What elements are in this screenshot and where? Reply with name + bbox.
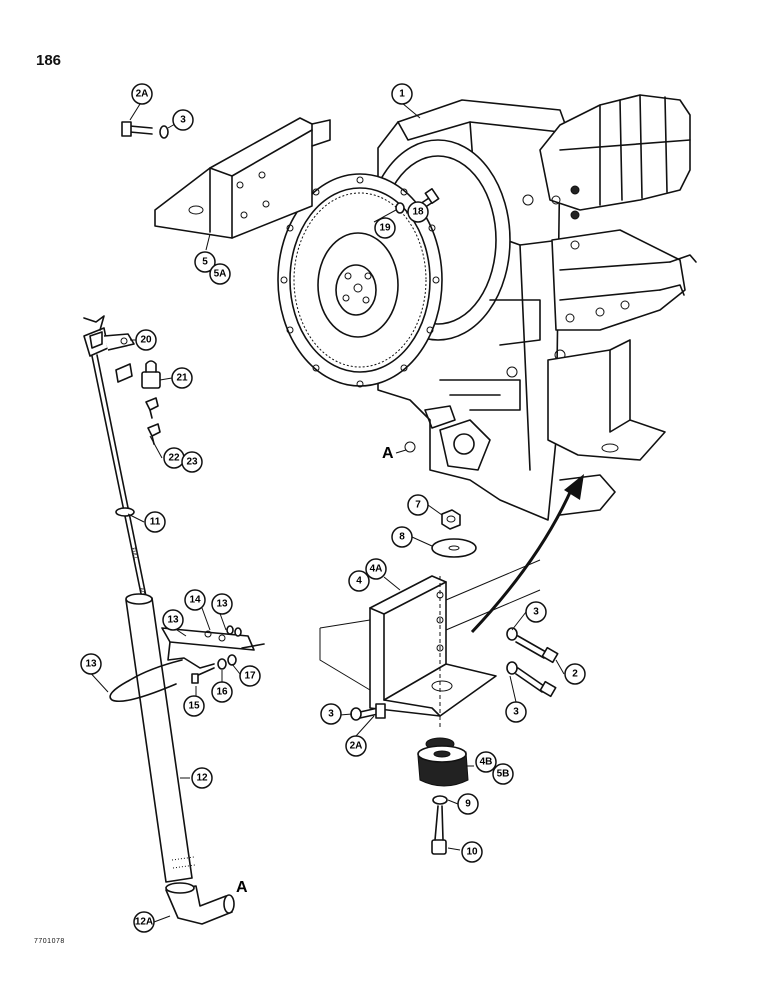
svg-text:2A: 2A — [136, 89, 149, 100]
svg-text:14: 14 — [189, 595, 201, 606]
svg-text:FULL: FULL — [130, 547, 138, 560]
callout-2a-top: 2A — [131, 83, 153, 105]
page-number: 186 — [36, 52, 62, 69]
callout-4b: 4B — [475, 751, 497, 773]
svg-text:8: 8 — [399, 532, 405, 543]
svg-text:13: 13 — [167, 615, 179, 626]
svg-text:21: 21 — [176, 373, 188, 384]
callout-12a: 12A — [133, 911, 155, 933]
svg-text:5: 5 — [202, 257, 208, 268]
callout-8: 8 — [391, 526, 413, 548]
callout-11: 11 — [144, 511, 166, 533]
transmission-mount-bracket — [547, 339, 666, 516]
svg-text:16: 16 — [216, 687, 228, 698]
callout-4a: 4A — [365, 558, 387, 580]
svg-text:22: 22 — [168, 453, 180, 464]
transmission-assembly — [277, 94, 697, 521]
svg-text:5B: 5B — [497, 769, 510, 780]
callout-1: 1 — [391, 83, 413, 105]
callout-9: 9 — [457, 793, 479, 815]
svg-text:13: 13 — [85, 659, 97, 670]
svg-text:1: 1 — [399, 89, 405, 100]
svg-text:3: 3 — [513, 707, 519, 718]
callout-10: 10 — [461, 841, 483, 863]
svg-text:19: 19 — [379, 223, 391, 234]
svg-text:23: 23 — [186, 457, 198, 468]
callout-3-b: 3 — [505, 701, 527, 723]
reference-mark-a-bottom: A — [236, 879, 248, 896]
callout-5: 5 — [194, 251, 216, 273]
svg-text:20: 20 — [140, 335, 152, 346]
fill-tube — [125, 593, 235, 925]
callout-13-a: 13 — [162, 609, 184, 631]
callout-3-c: 3 — [320, 703, 342, 725]
callout-5b: 5B — [492, 763, 514, 785]
mounting-bracket-rear — [121, 117, 331, 239]
callout-16: 16 — [211, 681, 233, 703]
control-valve — [551, 229, 697, 361]
tube-clamp — [109, 625, 265, 703]
assembly-arrow — [470, 474, 584, 634]
svg-text:12: 12 — [196, 773, 208, 784]
callout-2a-bottom: 2A — [345, 735, 367, 757]
svg-text:7: 7 — [415, 500, 421, 511]
reference-mark-a-top: A — [382, 445, 394, 462]
callout-3-a: 3 — [525, 601, 547, 623]
svg-text:18: 18 — [412, 207, 424, 218]
svg-text:ADD: ADD — [138, 587, 146, 599]
svg-text:4: 4 — [356, 576, 362, 587]
callout-17: 17 — [239, 665, 261, 687]
drawing-code: 7701078 — [34, 938, 65, 945]
callout-4: 4 — [348, 570, 370, 592]
callout-13-b: 13 — [211, 593, 233, 615]
svg-text:3: 3 — [328, 709, 334, 720]
svg-text:2A: 2A — [350, 741, 363, 752]
callout-2: 2 — [564, 663, 586, 685]
flange-bolt-holes — [280, 176, 440, 388]
callout-3-top: 3 — [172, 109, 194, 131]
svg-text:17: 17 — [244, 671, 256, 682]
callout-5a: 5A — [209, 263, 231, 285]
output-yoke — [424, 405, 491, 471]
svg-text:12A: 12A — [135, 917, 153, 928]
callout-13-c: 13 — [80, 653, 102, 675]
svg-text:3: 3 — [533, 607, 539, 618]
svg-text:2: 2 — [572, 669, 578, 680]
svg-text:10: 10 — [466, 847, 478, 858]
callout-19: 19 — [374, 217, 396, 239]
callout-7: 7 — [407, 494, 429, 516]
callout-12: 12 — [191, 767, 213, 789]
svg-text:5A: 5A — [214, 269, 227, 280]
callout-22: 22 — [163, 447, 185, 469]
svg-text:3: 3 — [180, 115, 186, 126]
flywheel-flange — [277, 173, 443, 387]
callout-18: 18 — [407, 201, 429, 223]
mounting-bracket-front — [319, 509, 559, 855]
hydraulic-pump — [539, 94, 691, 220]
callout-23: 23 — [181, 451, 203, 473]
svg-text:11: 11 — [150, 517, 161, 528]
svg-text:4B: 4B — [480, 757, 493, 768]
callout-20: 20 — [135, 329, 157, 351]
svg-text:4A: 4A — [370, 564, 383, 575]
callout-14: 14 — [184, 589, 206, 611]
svg-text:9: 9 — [465, 799, 471, 810]
callout-15: 15 — [183, 695, 205, 717]
svg-text:13: 13 — [216, 599, 228, 610]
callout-21: 21 — [171, 367, 193, 389]
dipstick-assembly: FULL ADD — [83, 315, 161, 619]
svg-text:15: 15 — [188, 701, 200, 712]
